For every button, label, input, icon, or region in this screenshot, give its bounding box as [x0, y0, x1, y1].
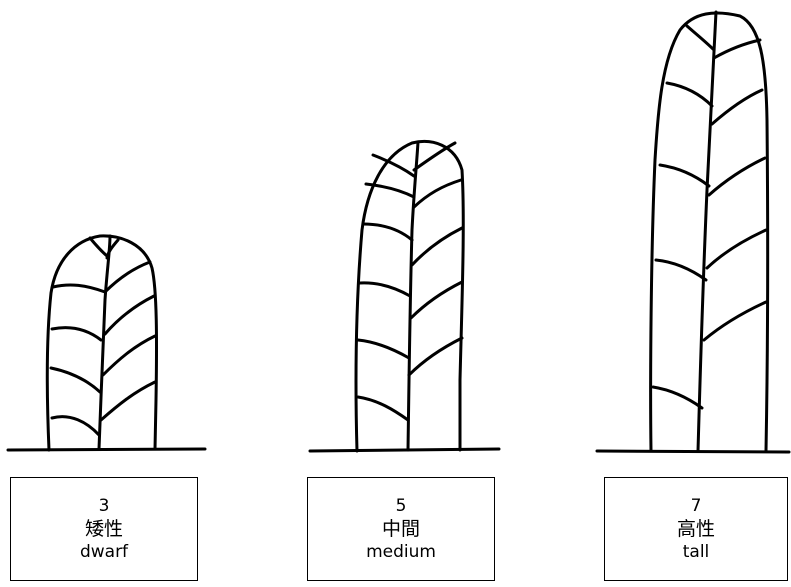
- score-label: 3: [98, 495, 110, 516]
- vein: [705, 228, 768, 270]
- english-label: tall: [682, 542, 710, 563]
- vein: [356, 395, 410, 422]
- plant-outline: [45, 234, 159, 452]
- vein: [654, 258, 708, 282]
- vein: [88, 236, 109, 258]
- vein: [371, 153, 416, 178]
- vein: [710, 88, 764, 126]
- vein: [361, 222, 414, 242]
- vein: [651, 385, 704, 410]
- vein: [665, 81, 714, 108]
- label-medium: 5 中間 medium: [307, 477, 495, 581]
- plant-medium: [308, 140, 501, 453]
- vein: [712, 38, 762, 60]
- plant-outline: [649, 11, 770, 453]
- vein: [101, 334, 157, 377]
- vein: [658, 163, 711, 188]
- english-label: dwarf: [79, 542, 129, 563]
- vein: [707, 156, 767, 197]
- vein: [364, 182, 416, 199]
- plant-midrib: [696, 10, 718, 453]
- score-label: 7: [690, 495, 702, 516]
- vein: [103, 260, 152, 294]
- vein: [51, 283, 107, 294]
- vein: [49, 366, 102, 394]
- plant-tall: [595, 10, 791, 454]
- vein: [358, 281, 412, 298]
- plant-dwarf: [6, 234, 207, 452]
- vein: [99, 380, 157, 422]
- plant-outline: [354, 140, 465, 453]
- vein: [409, 280, 464, 320]
- vein: [407, 336, 464, 377]
- ground-line: [308, 447, 501, 453]
- label-dwarf: 3 矮性 dwarf: [10, 477, 198, 581]
- vein: [685, 24, 716, 52]
- japanese-label: 矮性: [84, 517, 123, 540]
- japanese-label: 中間: [381, 517, 420, 540]
- vein: [702, 300, 768, 342]
- score-label: 5: [395, 495, 407, 516]
- vein: [412, 141, 457, 172]
- vein: [410, 226, 464, 267]
- vein: [50, 415, 101, 437]
- vein: [50, 326, 103, 342]
- label-tall: 7 高性 tall: [604, 477, 788, 581]
- ground-line: [595, 449, 791, 454]
- vein: [105, 238, 120, 260]
- vein: [412, 178, 463, 209]
- vein: [103, 294, 156, 336]
- ground-line: [6, 447, 207, 452]
- vein: [356, 338, 411, 360]
- english-label: medium: [366, 542, 436, 563]
- japanese-label: 高性: [676, 517, 715, 540]
